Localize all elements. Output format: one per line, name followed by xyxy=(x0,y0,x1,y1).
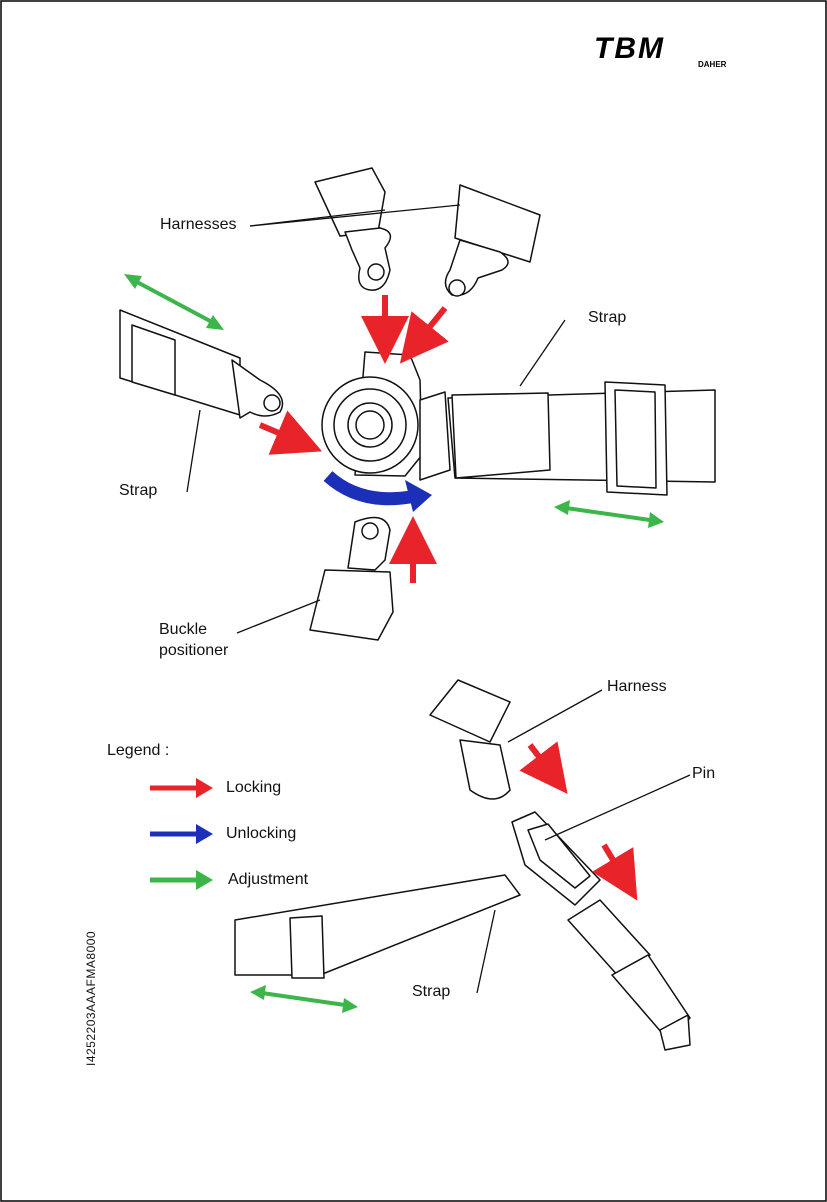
label-pin: Pin xyxy=(692,765,715,783)
label-strap-bottom: Strap xyxy=(412,983,450,1001)
figure-reference: I4252203AAAFMA8000 xyxy=(84,931,98,1066)
legend-item-unlocking: Unlocking xyxy=(226,825,296,843)
legend-item-adjustment: Adjustment xyxy=(228,871,308,889)
label-harness: Harness xyxy=(607,678,667,696)
bottom-harness-drawing xyxy=(430,680,510,799)
label-buckle-line2: positioner xyxy=(159,642,228,660)
label-strap-left: Strap xyxy=(119,482,157,500)
locking-arrows xyxy=(260,295,625,880)
legend-item-locking: Locking xyxy=(226,779,281,797)
harness-top-right-drawing xyxy=(445,185,540,296)
label-strap-right: Strap xyxy=(588,309,626,327)
legend-title: Legend : xyxy=(107,742,169,760)
legend-arrows xyxy=(150,778,213,890)
bottom-strap-drawing xyxy=(235,875,520,978)
unlocking-arrow xyxy=(328,476,432,512)
buckle-positioner-drawing xyxy=(310,518,393,641)
left-strap-drawing xyxy=(120,310,283,418)
label-harnesses: Harnesses xyxy=(160,216,236,234)
label-buckle-line1: Buckle xyxy=(159,621,207,639)
tongue-drawing xyxy=(568,900,690,1050)
harness-top-left-drawing xyxy=(315,168,390,290)
rotary-buckle-drawing xyxy=(322,352,450,480)
right-strap-drawing xyxy=(448,382,715,495)
pin-buckle-drawing xyxy=(512,812,600,905)
